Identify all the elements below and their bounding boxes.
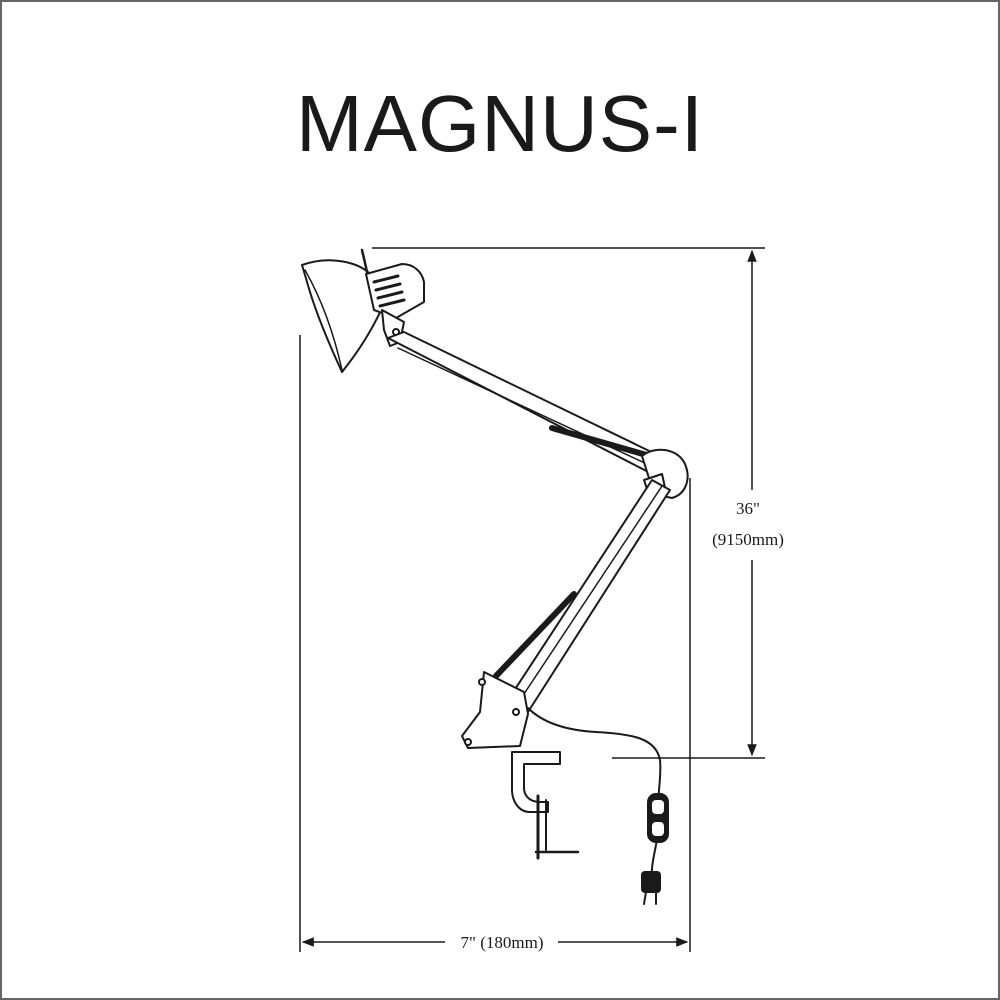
power-plug [641,871,661,905]
dimension-lines [299,247,765,952]
upper-arm [387,331,673,479]
height-label-in: 36" [736,499,760,518]
lower-arm [493,479,671,713]
desk-clamp [511,751,580,860]
base-bracket [461,671,529,749]
lamp-shade [301,248,383,373]
cord-switch [647,793,669,843]
width-label: 7" (180mm) [461,933,544,952]
product-title: MAGNUS-I [296,79,704,168]
power-cord [527,707,662,881]
lamp-head-housing [365,263,425,347]
height-label-mm: (9150mm) [712,530,784,549]
lamp-illustration [301,248,689,905]
